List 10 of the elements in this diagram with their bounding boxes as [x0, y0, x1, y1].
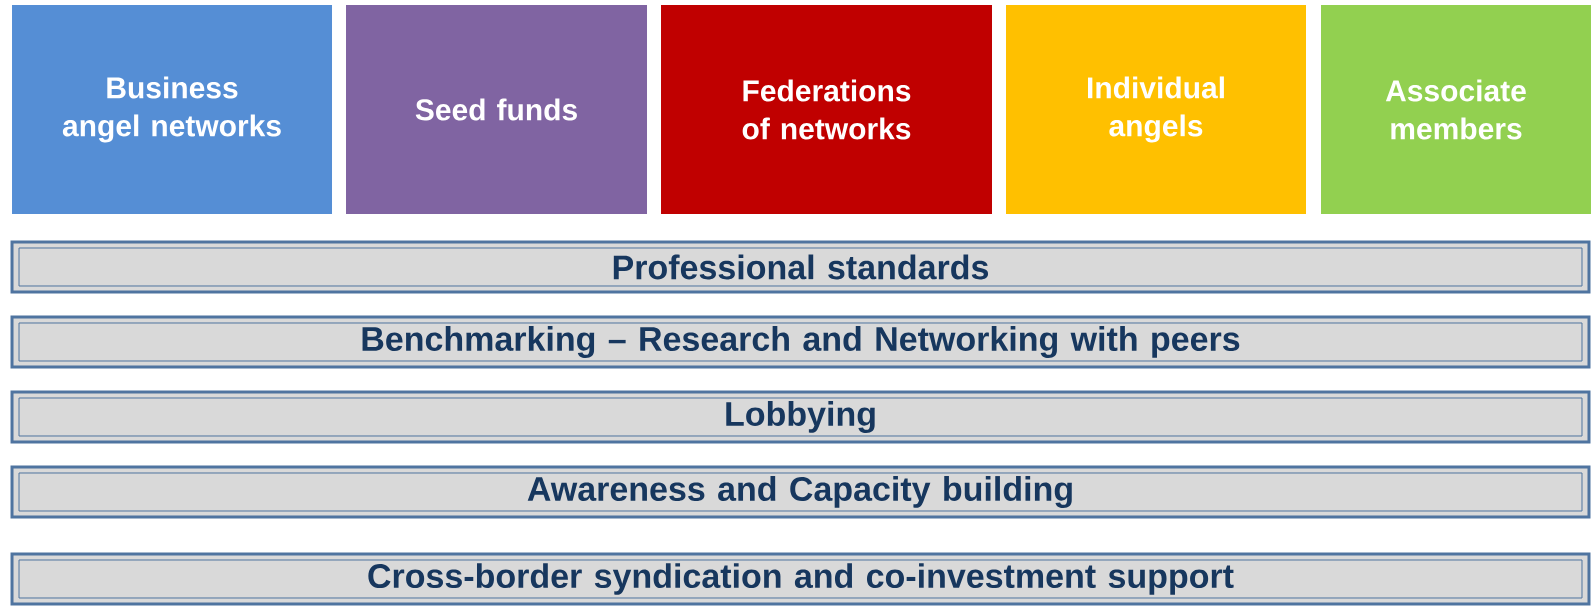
banner-bar: Professional standards [10, 240, 1591, 294]
banner-bar: Awareness and Capacity building [10, 465, 1591, 519]
category-box: Business angel networks [12, 5, 332, 214]
category-box: Seed funds [346, 5, 647, 214]
category-box: Individual angels [1006, 5, 1306, 214]
banner-bar: Benchmarking – Research and Networking with peers [10, 315, 1591, 369]
category-box: Federations of networks [661, 5, 992, 214]
category-box: Associate members [1321, 5, 1591, 214]
banner-bar: Lobbying [10, 390, 1591, 444]
banner-bar: Cross-border syndication and co-investment support [10, 552, 1591, 606]
